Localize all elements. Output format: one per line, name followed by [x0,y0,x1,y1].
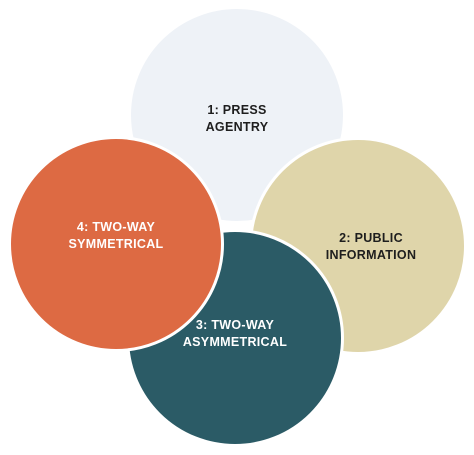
circle-label-line2: ASYMMETRICAL [182,335,288,349]
circle-label-line1: 2: PUBLIC [339,231,403,245]
circle-label: 3: TWO-WAY ASYMMETRICAL [160,317,310,351]
circle-label-line1: 4: TWO-WAY [76,220,156,234]
circle-label-line2: INFORMATION [325,248,417,262]
circle-label: 1: PRESS AGENTRY [162,102,312,136]
circle-label: 2: PUBLIC INFORMATION [296,230,446,264]
circle-label-line2: SYMMETRICAL [68,237,164,251]
circle-label-line1: 1: PRESS [207,103,267,117]
circle-label-line2: AGENTRY [205,120,269,134]
circle-label-line1: 3: TWO-WAY [195,318,275,332]
circle-two-way-symmetrical: 4: TWO-WAY SYMMETRICAL [8,136,224,352]
circle-label: 4: TWO-WAY SYMMETRICAL [41,219,191,253]
